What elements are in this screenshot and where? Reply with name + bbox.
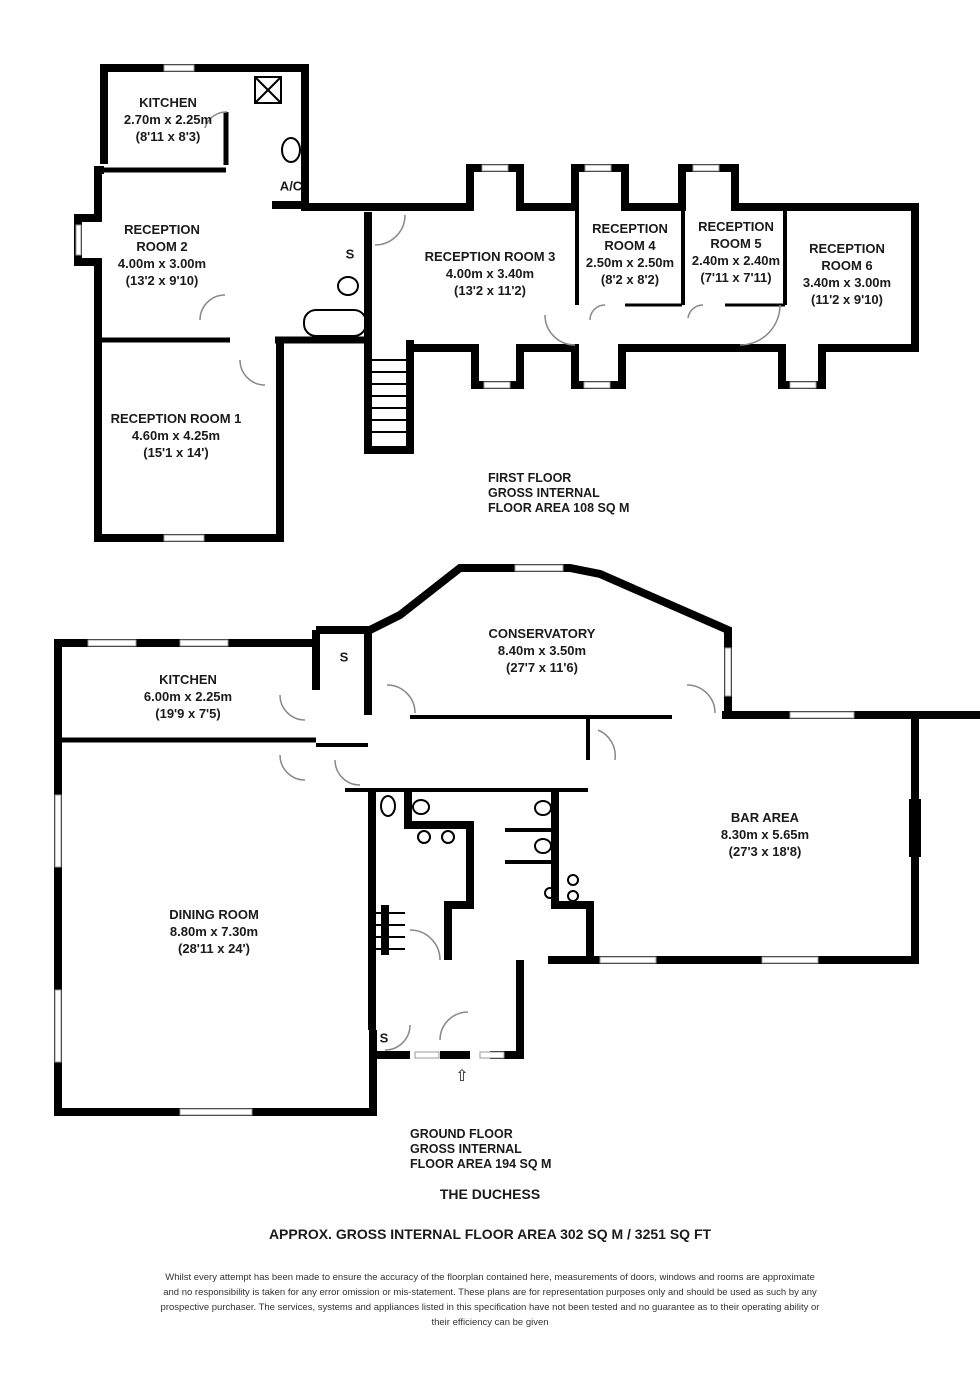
disclaimer-text: Whilst every attempt has been made to en… <box>160 1272 820 1328</box>
room-label-bar-area: BAR AREA 8.30m x 5.65m (27'3 x 18'8) <box>720 810 810 859</box>
room-label-reception-6: RECEPTION ROOM 6 3.40m x 3.00m (11'2 x 9… <box>802 241 892 307</box>
ground-floor-area-note: GROUND FLOOR GROSS INTERNAL FLOOR AREA 1… <box>410 1127 552 1171</box>
total-area: APPROX. GROSS INTERNAL FLOOR AREA 302 SQ… <box>268 1226 712 1242</box>
room-label-ff-kitchen: KITCHEN 2.70m x 2.25m (8'11 x 8'3) <box>123 95 213 144</box>
ground-floor-windows <box>54 564 855 1116</box>
ground-floor-details <box>375 795 921 950</box>
room-label-dining-room: DINING ROOM 8.80m x 7.30m (28'11 x 24') <box>169 907 259 956</box>
room-label-gf-kitchen: KITCHEN 6.00m x 2.25m (19'9 x 7'5) <box>143 672 233 721</box>
first-floor-area-note: FIRST FLOOR GROSS INTERNAL FLOOR AREA 10… <box>488 471 630 515</box>
ground-floor-walls <box>54 564 980 1116</box>
first-floor-door-arcs <box>199 111 781 386</box>
room-label-conservatory: CONSERVATORY 8.40m x 3.50m (27'7 x 11'6) <box>488 626 596 675</box>
room-label-reception-4: RECEPTION ROOM 4 2.50m x 2.50m (8'2 x 8'… <box>585 221 675 287</box>
first-floor-windows <box>75 64 817 542</box>
gf-storage-label-upper: S <box>339 649 349 665</box>
ff-storage-label: S <box>345 246 355 262</box>
room-label-reception-3: RECEPTION ROOM 3 4.00m x 3.40m (13'2 x 1… <box>424 249 556 298</box>
ac-cupboard-label: A/C <box>279 178 303 194</box>
first-floor-details <box>254 76 408 433</box>
gf-storage-label-lower: S <box>379 1030 389 1046</box>
ground-floor-door-arcs <box>279 684 716 1051</box>
entrance-arrow-icon: ⇧ <box>455 1068 469 1085</box>
room-label-reception-1: RECEPTION ROOM 1 4.60m x 4.25m (15'1 x 1… <box>110 411 242 460</box>
room-label-reception-5: RECEPTION ROOM 5 2.40m x 2.40m (7'11 x 7… <box>691 219 781 285</box>
property-name: THE DUCHESS <box>439 1186 541 1202</box>
room-label-reception-2: RECEPTION ROOM 2 4.00m x 3.00m (13'2 x 9… <box>117 222 207 288</box>
